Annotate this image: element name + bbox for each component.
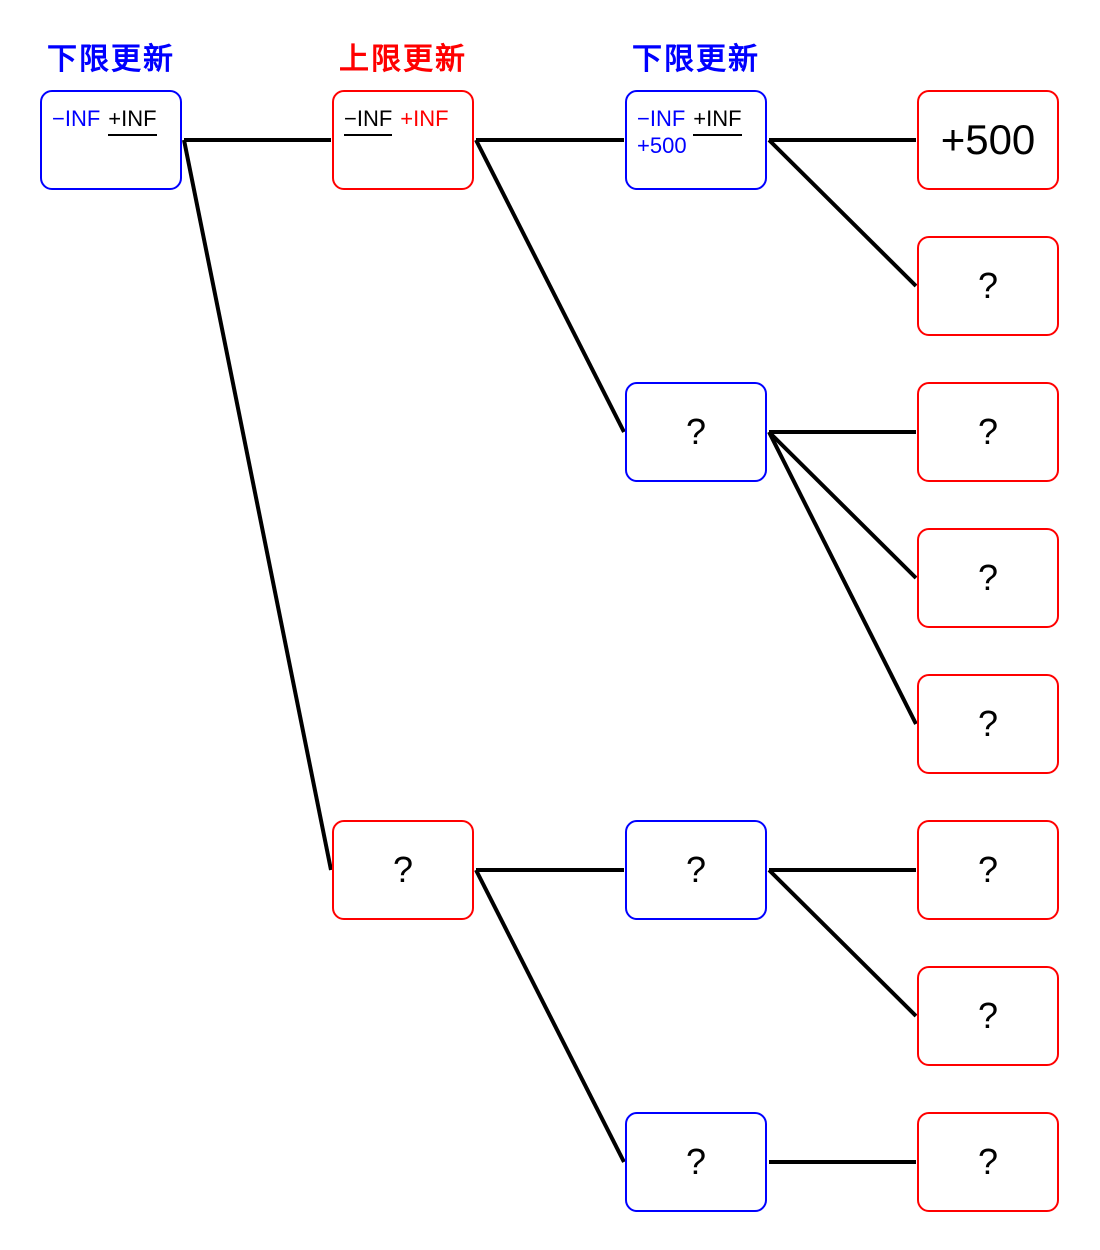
leaf-node-6: ?: [917, 820, 1059, 920]
leaf-node-4: ?: [917, 528, 1059, 628]
edge-a-b2: [474, 139, 626, 433]
header-lower-update-col1: 下限更新: [47, 42, 175, 77]
node-a: −INF +INF: [332, 90, 474, 190]
edge-c1-b4: [474, 869, 626, 1163]
leaf-node-8: ?: [917, 1112, 1059, 1212]
edge-b2-l4: [767, 430, 918, 580]
upper-bound: +INF: [108, 106, 157, 136]
unknown-value: ?: [685, 849, 707, 890]
leaf-value: +500: [940, 116, 1036, 163]
upper-bound: +INF: [400, 106, 449, 131]
leaf-node-5: ?: [917, 674, 1059, 774]
lower-bound-update: +500: [637, 133, 687, 158]
unknown-value: ?: [977, 703, 999, 744]
node-c1: ?: [332, 820, 474, 920]
unknown-value: ?: [977, 995, 999, 1036]
leaf-node-1: +500: [917, 90, 1059, 190]
unknown-value: ?: [685, 1141, 707, 1182]
leaf-node-2: ?: [917, 236, 1059, 336]
unknown-value: ?: [977, 265, 999, 306]
lower-bound: −INF: [637, 106, 686, 131]
edge-b3-l7: [767, 868, 918, 1018]
node-b2: ?: [625, 382, 767, 482]
unknown-value: ?: [392, 849, 414, 890]
node-b: −INF +INF +500: [625, 90, 767, 190]
unknown-value: ?: [977, 557, 999, 598]
edge-b2-l5: [767, 431, 918, 725]
node-b4: ?: [625, 1112, 767, 1212]
header-lower-update-col3: 下限更新: [632, 42, 760, 77]
unknown-value: ?: [685, 411, 707, 452]
lower-bound: −INF: [344, 106, 393, 136]
edge-root-c1: [182, 139, 333, 871]
node-root: −INF +INF: [40, 90, 182, 190]
unknown-value: ?: [977, 411, 999, 452]
leaf-node-3: ?: [917, 382, 1059, 482]
header-upper-update-col2: 上限更新: [339, 42, 467, 77]
node-b3: ?: [625, 820, 767, 920]
upper-bound: +INF: [693, 106, 742, 136]
lower-bound: −INF: [52, 106, 101, 131]
edge-b-l2: [767, 138, 918, 288]
unknown-value: ?: [977, 849, 999, 890]
leaf-node-7: ?: [917, 966, 1059, 1066]
unknown-value: ?: [977, 1141, 999, 1182]
